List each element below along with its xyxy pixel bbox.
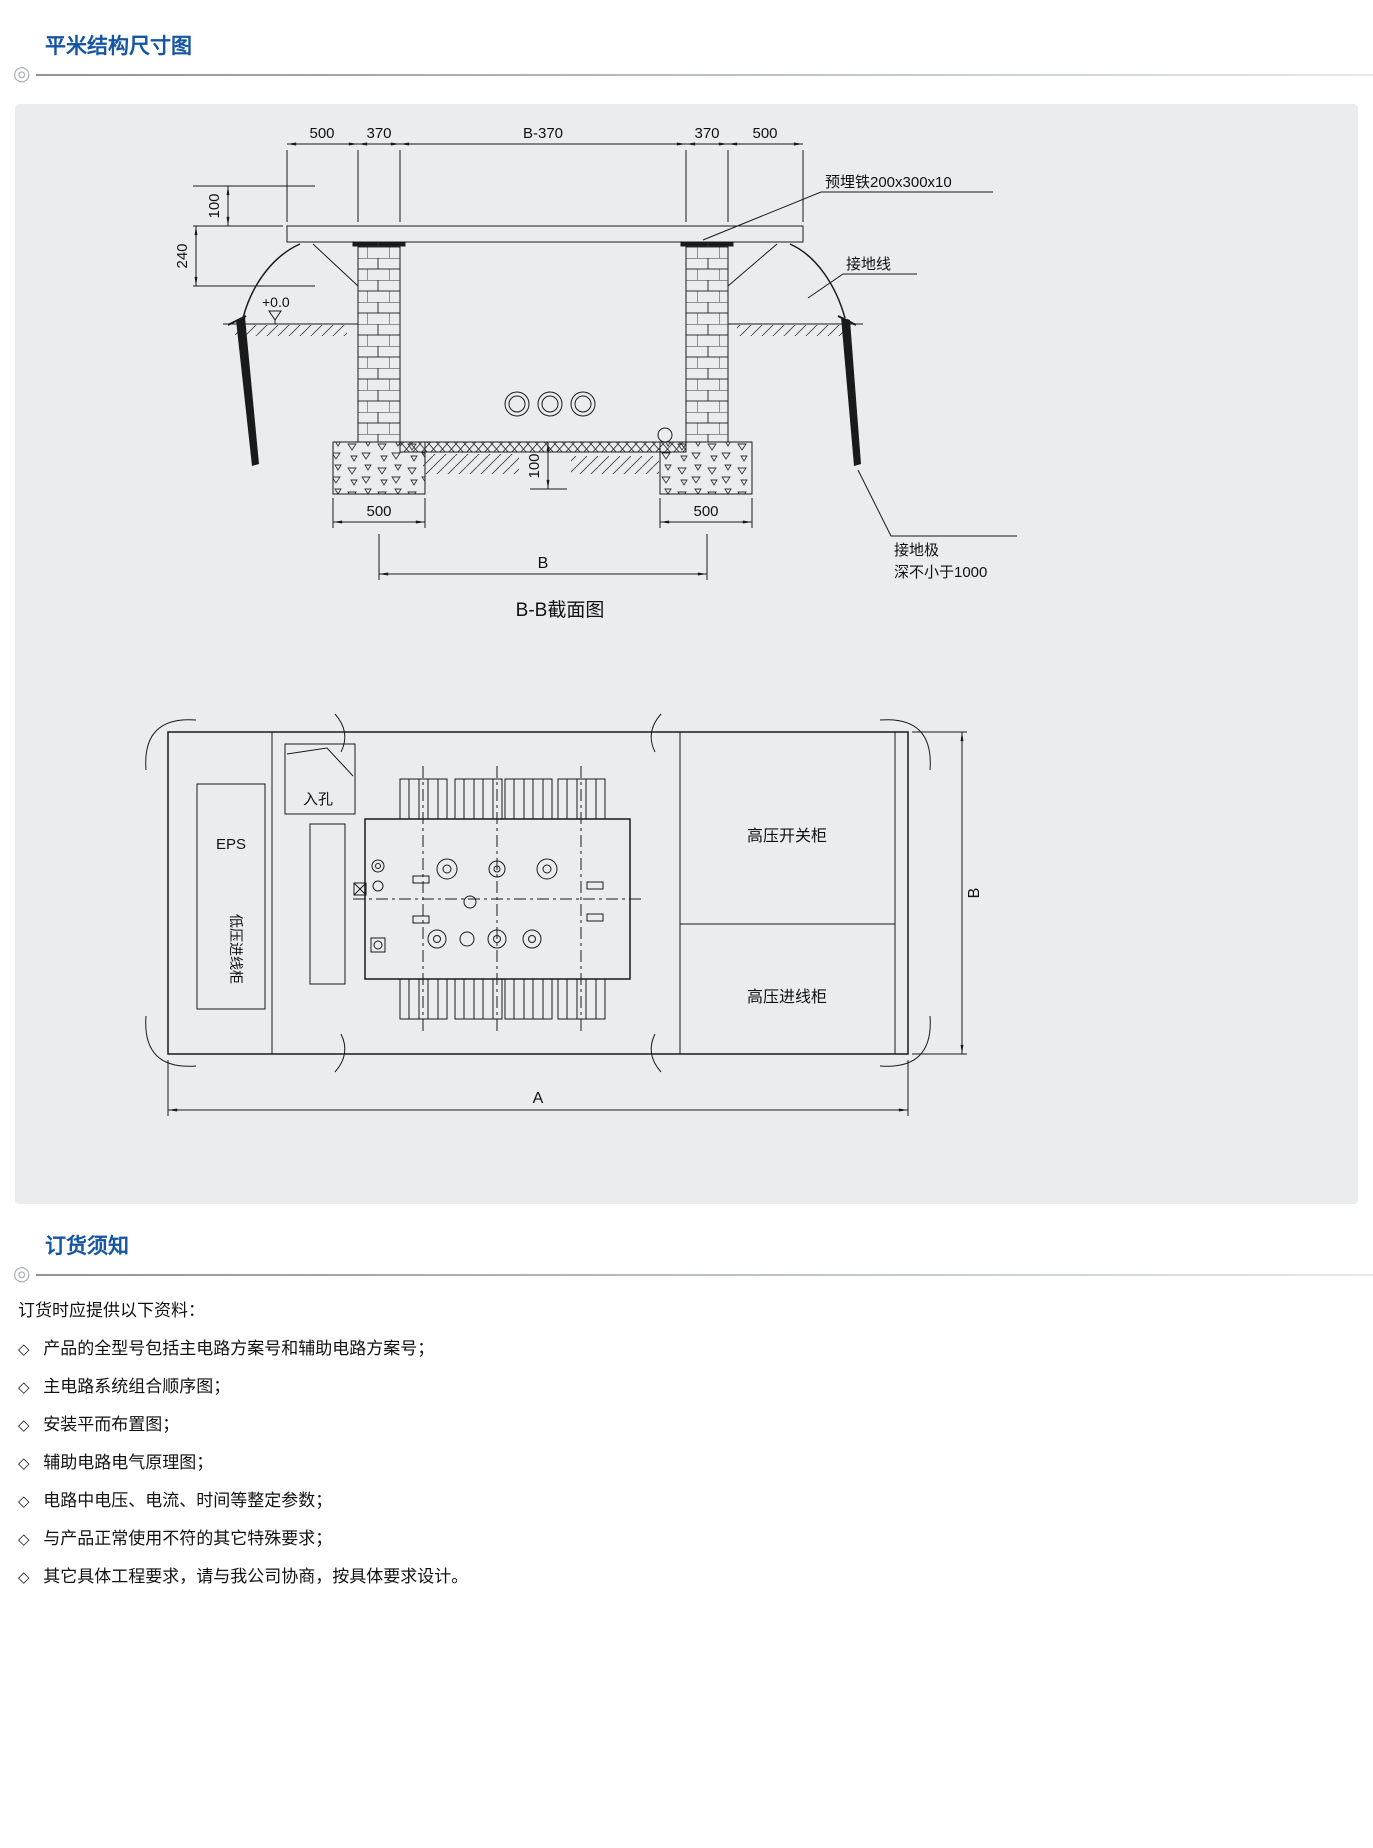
dim-label-b-span: B xyxy=(538,555,549,572)
ordering-item-text: 电路中电压、电流、时间等整定参数； xyxy=(43,1491,333,1510)
enclosure-outline xyxy=(167,731,909,1055)
ordering-item: ◇ 安装平而布置图； xyxy=(18,1414,1349,1437)
eps-cabinet xyxy=(196,783,266,1010)
diagram-panel: 500 370 B-370 370 500 100 240 xyxy=(15,104,1358,1204)
floor-slab xyxy=(399,441,687,453)
soil-hatch-inner-left xyxy=(423,454,519,474)
ordering-item-text: 其它具体工程要求，请与我公司协商，按具体要求设计。 xyxy=(43,1567,469,1586)
diamond-bullet: ◇ xyxy=(18,1455,30,1472)
callout-ground-rod-depth: 深不小于1000 xyxy=(894,564,987,581)
transformer-terminals xyxy=(353,875,604,924)
hv-switch-label: 高压开关柜 xyxy=(747,827,827,845)
diamond-bullet: ◇ xyxy=(18,1531,30,1548)
level-label: +0.0 xyxy=(262,294,290,310)
dim-label-370-left: 370 xyxy=(366,125,391,142)
dim-label-500-foot-left: 500 xyxy=(366,503,391,520)
ground-wire-right xyxy=(789,243,846,319)
hv-room-walls xyxy=(679,732,896,1054)
hv-incoming-label: 高压进线柜 xyxy=(747,988,827,1006)
transformer-bushings xyxy=(370,858,558,953)
dim-label-500-right: 500 xyxy=(752,125,777,142)
dim-label-500-foot-right: 500 xyxy=(693,503,718,520)
section-divider-line xyxy=(36,1274,1373,1276)
ordering-section-rule: ◎ xyxy=(0,1264,1373,1284)
cable-pipes xyxy=(504,391,596,417)
lv-incoming-label: 低压进线柜 xyxy=(228,914,244,984)
plan-dim-label-a: A xyxy=(533,1090,544,1107)
corner-arc-marks xyxy=(145,713,931,1073)
ordering-notes: 订货时应提供以下资料： ◇ 产品的全型号包括主电路方案号和辅助电路方案号； ◇ … xyxy=(18,1296,1349,1589)
ring-icon: ◎ xyxy=(13,1263,31,1285)
cross-section-diagram: 500 370 B-370 370 500 100 240 xyxy=(174,125,1017,621)
manhole-label: 入孔 xyxy=(303,791,333,808)
floor-thickness-dimension xyxy=(530,442,567,490)
top-dimension-chain xyxy=(286,142,804,222)
callout-leader-lines xyxy=(702,191,1017,537)
manhole xyxy=(284,743,356,815)
ordering-section-title: 订货须知 xyxy=(45,1235,129,1258)
structure-section-header: 平米结构尺寸图 ◎ xyxy=(0,0,1373,84)
plan-view-diagram: EPS 低压进线柜 入孔 xyxy=(145,713,983,1116)
ordering-item-text: 产品的全型号包括主电路方案号和辅助电路方案号； xyxy=(43,1339,435,1358)
structure-section-title: 平米结构尺寸图 xyxy=(45,35,192,58)
dim-label-b-370: B-370 xyxy=(523,125,563,142)
ordering-item-text: 安装平而布置图； xyxy=(43,1415,180,1434)
dim-label-100-floor: 100 xyxy=(526,453,543,478)
ordering-list: ◇ 产品的全型号包括主电路方案号和辅助电路方案号； ◇ 主电路系统组合顺序图； … xyxy=(18,1338,1349,1589)
brick-column-left xyxy=(357,241,401,443)
ground-rod-left xyxy=(227,315,259,466)
callout-ground-rod: 接地极 xyxy=(894,542,939,559)
ordering-item: ◇ 辅助电路电气原理图； xyxy=(18,1452,1349,1475)
ordering-item: ◇ 其它具体工程要求，请与我公司协商，按具体要求设计。 xyxy=(18,1566,1349,1589)
cross-section-caption: B-B截面图 xyxy=(516,599,605,621)
dim-label-500-left: 500 xyxy=(309,125,334,142)
structure-section-rule: ◎ xyxy=(0,64,1373,84)
ground-rod-right xyxy=(837,315,861,466)
dim-label-370-right: 370 xyxy=(694,125,719,142)
ordering-item-text: 主电路系统组合顺序图； xyxy=(43,1377,231,1396)
diamond-bullet: ◇ xyxy=(18,1379,30,1396)
ordering-item: ◇ 产品的全型号包括主电路方案号和辅助电路方案号； xyxy=(18,1338,1349,1361)
ordering-item: ◇ 电路中电压、电流、时间等整定参数； xyxy=(18,1490,1349,1513)
left-dimension-chain xyxy=(193,185,315,287)
ordering-item-text: 与产品正常使用不符的其它特殊要求； xyxy=(43,1529,333,1548)
dim-label-100-left: 100 xyxy=(206,193,223,218)
ordering-section-header: 订货须知 ◎ xyxy=(0,1204,1373,1284)
ordering-item: ◇ 与产品正常使用不符的其它特殊要求； xyxy=(18,1528,1349,1551)
plan-dim-label-b: B xyxy=(966,888,983,899)
floor-conduit-circle xyxy=(657,427,673,443)
plan-b-dimension xyxy=(912,731,967,1055)
plan-a-dimension xyxy=(167,1060,909,1116)
section-divider-line xyxy=(36,74,1373,76)
ordering-item-text: 辅助电路电气原理图； xyxy=(43,1453,214,1472)
transformer xyxy=(353,766,643,1032)
bottom-dimension-chain xyxy=(332,498,753,580)
brick-column-right xyxy=(685,241,729,443)
ground-wire-left xyxy=(242,243,301,319)
center-lines xyxy=(353,766,643,1032)
ground-surface xyxy=(223,323,863,336)
diamond-bullet: ◇ xyxy=(18,1417,30,1434)
duct-channel xyxy=(309,823,346,985)
ordering-item: ◇ 主电路系统组合顺序图； xyxy=(18,1376,1349,1399)
diamond-bullet: ◇ xyxy=(18,1569,30,1586)
engineering-drawing: 500 370 B-370 370 500 100 240 xyxy=(145,125,1017,1116)
dim-label-240: 240 xyxy=(174,243,191,268)
callout-embedded-iron: 预埋铁200x300x10 xyxy=(825,174,952,191)
slab-braces xyxy=(312,243,778,287)
diamond-bullet: ◇ xyxy=(18,1341,30,1358)
soil-hatch-inner-right xyxy=(571,456,659,474)
level-marker xyxy=(268,310,282,324)
eps-label: EPS xyxy=(216,836,246,853)
diamond-bullet: ◇ xyxy=(18,1493,30,1510)
ordering-intro: 订货时应提供以下资料： xyxy=(18,1301,205,1320)
callout-ground-wire: 接地线 xyxy=(846,256,891,273)
ring-icon: ◎ xyxy=(13,63,31,85)
